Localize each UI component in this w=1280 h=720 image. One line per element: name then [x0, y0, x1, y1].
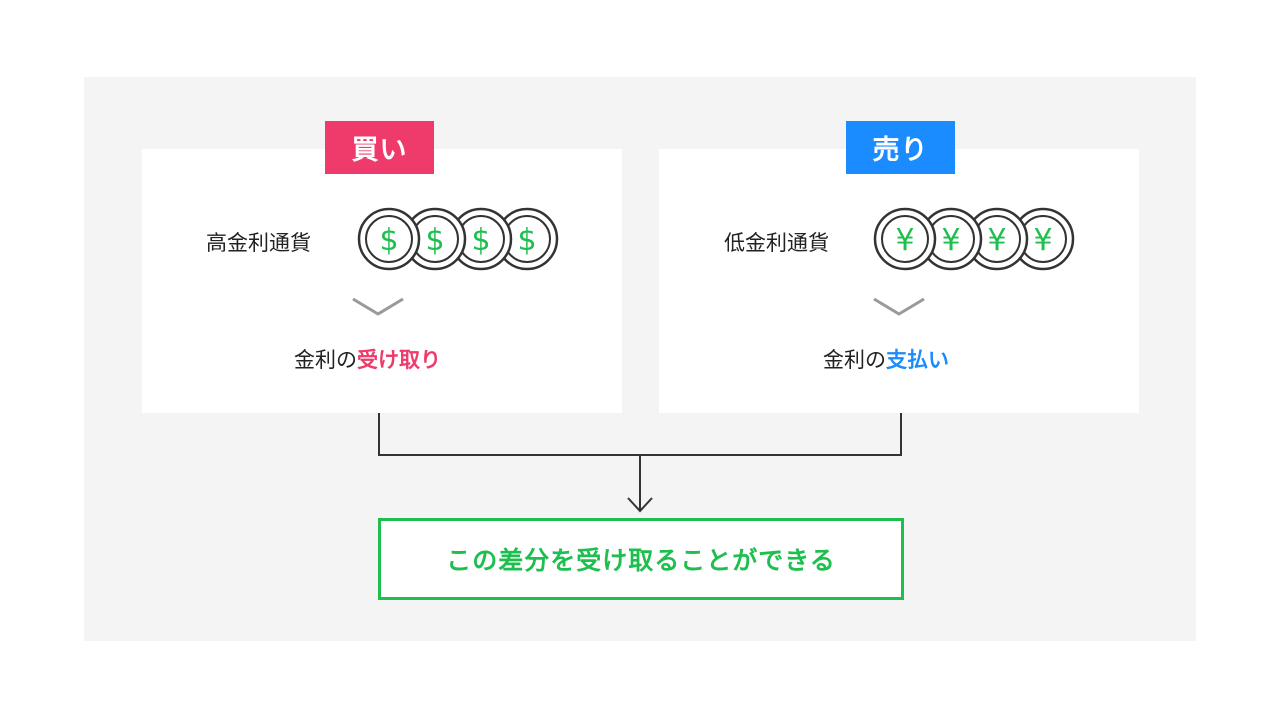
- sell-badge: 売り: [846, 121, 955, 174]
- dollar-symbol: $: [425, 223, 444, 258]
- yen-symbol: ¥: [895, 223, 914, 258]
- chevron-down-icon: [352, 297, 404, 316]
- chevron-down-icon: [873, 297, 925, 316]
- sell-result: 金利の支払い: [823, 344, 949, 374]
- yen-coin: ¥: [1011, 207, 1075, 271]
- buy-result-highlight: 受け取り: [357, 348, 441, 372]
- buy-card: [142, 149, 622, 413]
- high-rate-currency-label: 高金利通貨: [206, 231, 311, 255]
- dollar-coin: $: [495, 207, 559, 271]
- sell-result-highlight: 支払い: [886, 348, 949, 372]
- sell-card: [659, 149, 1139, 413]
- buy-result-prefix: 金利の: [294, 348, 357, 372]
- buy-badge: 買い: [325, 121, 434, 174]
- summary-box: この差分を受け取ることができる: [378, 518, 904, 600]
- dollar-coin: $: [357, 207, 421, 271]
- summary-text: この差分を受け取ることができる: [446, 546, 836, 575]
- dollar-coins-icon: $ $ $ $: [357, 207, 559, 271]
- low-rate-currency-label: 低金利通貨: [724, 231, 829, 255]
- yen-coins-icon: ¥ ¥ ¥ ¥: [873, 207, 1075, 271]
- dollar-symbol: $: [517, 223, 536, 258]
- yen-symbol: ¥: [987, 223, 1006, 258]
- yen-symbol: ¥: [1033, 223, 1052, 258]
- dollar-symbol: $: [379, 223, 398, 258]
- yen-coin: ¥: [965, 207, 1029, 271]
- buy-result: 金利の受け取り: [294, 344, 441, 374]
- yen-coin: ¥: [873, 207, 937, 271]
- bracket-line: [378, 413, 902, 456]
- dollar-symbol: $: [471, 223, 490, 258]
- sell-result-prefix: 金利の: [823, 348, 886, 372]
- yen-symbol: ¥: [941, 223, 960, 258]
- down-arrow-head: [627, 497, 653, 513]
